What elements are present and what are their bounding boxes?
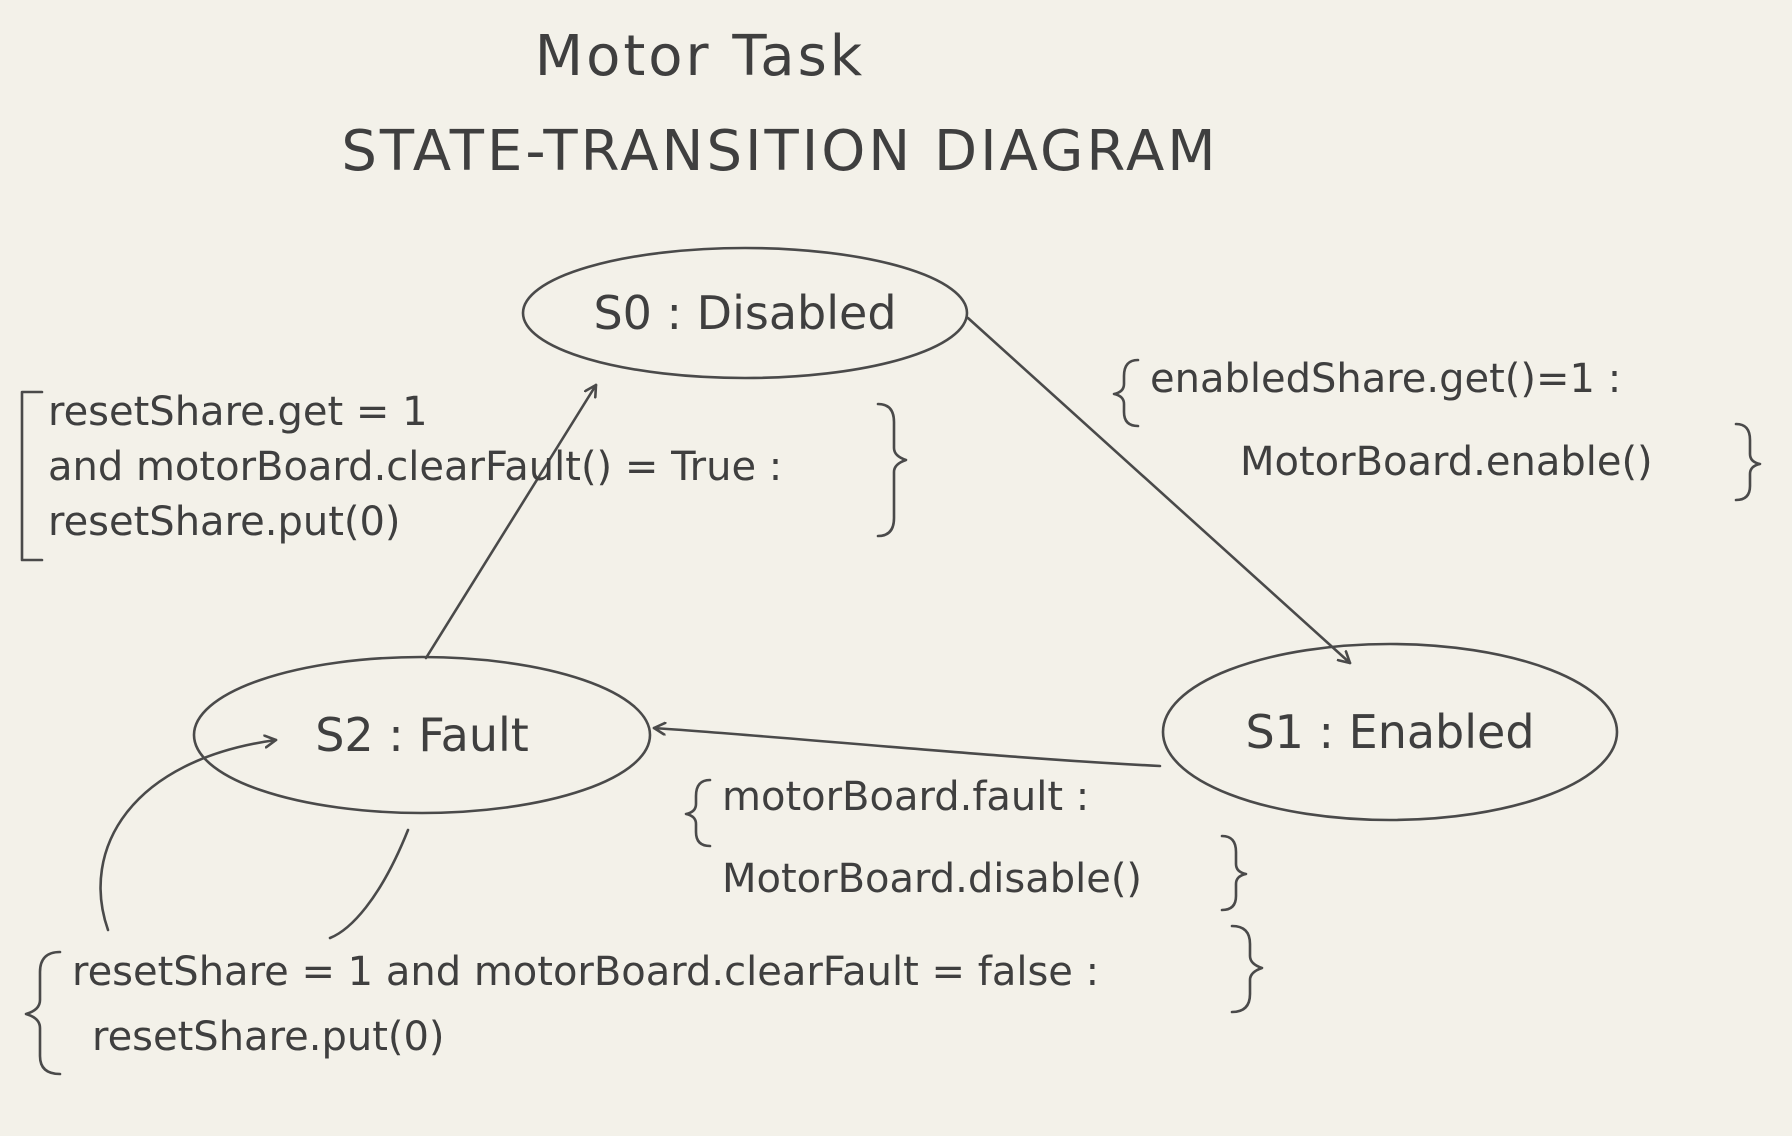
state-s1-ellipse	[1161, 642, 1619, 822]
state-s0-disabled: S0 : Disabled	[521, 246, 969, 380]
transition-s2-self-loop: resetShare = 1 and motorBoard.clearFault…	[24, 740, 1264, 1076]
guard-s2-self-line-1: resetShare = 1 and motorBoard.clearFault…	[72, 949, 1099, 995]
state-s0-label: S0 : Disabled	[593, 286, 896, 340]
transition-s2-self-loop-arrow	[99, 740, 410, 940]
guard-s2-self-open-brace	[24, 950, 62, 1076]
guard-s1-to-s2-line-2: MotorBoard.disable()	[722, 856, 1142, 902]
transition-s1-to-s2: motorBoard.fault : MotorBoard.disable()	[652, 728, 1248, 912]
guard-s2-to-s0-line-3: resetShare.put(0)	[48, 499, 401, 545]
guard-s0-to-s1-open-brace	[1112, 358, 1140, 428]
transition-s2-to-s0: resetShare.get = 1 and motorBoard.clearF…	[20, 383, 908, 660]
transition-s2-to-s0-arrow	[424, 383, 598, 660]
guard-s1-to-s2-line-1: motorBoard.fault :	[722, 774, 1089, 820]
transition-s1-to-s2-arrow	[652, 728, 1162, 768]
state-s1-label: S1 : Enabled	[1245, 705, 1534, 759]
guard-s1-to-s2-open-brace	[684, 778, 712, 848]
diagram-subtitle: STATE-TRANSITION DIAGRAM	[341, 119, 1218, 184]
guard-s0-to-s1-line-2: MotorBoard.enable()	[1240, 439, 1653, 485]
guard-s0-to-s1-close-brace	[1734, 422, 1762, 502]
guard-s2-to-s0-line-1: resetShare.get = 1	[48, 389, 428, 435]
guard-s2-to-s0-open-bracket	[20, 390, 44, 562]
transition-s0-to-s1: enabledShare.get()=1 : MotorBoard.enable…	[966, 316, 1762, 665]
transition-s0-to-s1-arrow	[966, 316, 1352, 665]
state-s0-ellipse	[521, 246, 969, 380]
guard-s2-self-close-brace	[1230, 924, 1264, 1014]
guard-s2-to-s0-close-brace	[876, 402, 908, 538]
diagram-title: Motor Task	[535, 24, 865, 89]
state-s2-fault: S2 : Fault	[192, 655, 652, 815]
state-s1-enabled: S1 : Enabled	[1161, 642, 1619, 822]
guard-s2-self-line-2: resetShare.put(0)	[92, 1014, 445, 1060]
guard-s2-to-s0-line-2: and motorBoard.clearFault() = True :	[48, 444, 782, 490]
state-s2-label: S2 : Fault	[315, 708, 529, 762]
state-s2-ellipse	[192, 655, 652, 815]
guard-s1-to-s2-close-brace	[1220, 834, 1248, 912]
guard-s0-to-s1-line-1: enabledShare.get()=1 :	[1150, 356, 1621, 402]
